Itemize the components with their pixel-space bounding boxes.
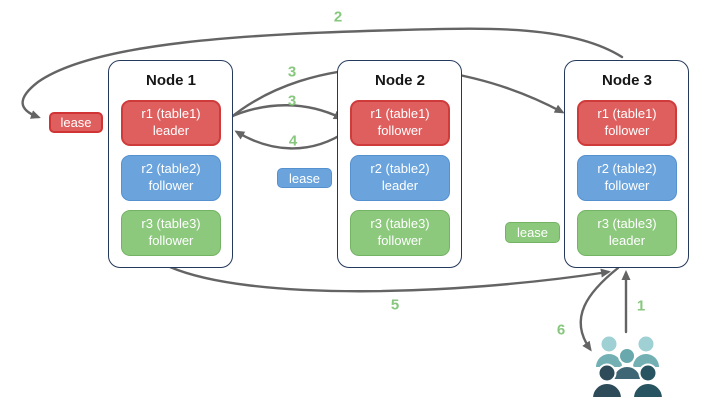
node-2-title: Node 2 (374, 72, 425, 89)
step-label-5: 5 (390, 296, 400, 314)
node-3-title: Node 3 (601, 72, 652, 89)
step-label-4: 4 (288, 132, 298, 150)
replica-range: r3 (table3) (597, 216, 657, 232)
node-3-replica-r1: r1 (table1) follower (577, 100, 677, 146)
replica-role: leader (608, 233, 646, 248)
step-label-3a: 3 (287, 63, 297, 81)
lease-badge-table3: lease (505, 222, 560, 243)
step-label-2: 2 (333, 8, 343, 26)
node-1-title: Node 1 (145, 72, 196, 89)
replica-range: r1 (table1) (141, 106, 201, 122)
replica-range: r3 (table3) (370, 216, 430, 232)
arrow-step-5 (168, 265, 611, 293)
replica-role: follower (377, 123, 423, 138)
node-2-replica-r1: r1 (table1) follower (350, 100, 450, 146)
node-3-card: Node 3 r1 (table1) follower r2 (table2) … (564, 60, 689, 268)
arrow-step-3-short (226, 104, 344, 120)
users-icon (590, 336, 665, 399)
node-3-replica-r3: r3 (table3) leader (577, 210, 677, 256)
lease-badge-table2: lease (277, 168, 332, 188)
node-1-replica-r3: r3 (table3) follower (121, 210, 221, 256)
step-label-3b: 3 (287, 92, 297, 110)
replica-role: follower (604, 123, 650, 138)
replica-role: leader (152, 123, 190, 138)
replica-role: leader (381, 178, 419, 193)
step-label-1: 1 (636, 297, 646, 315)
node-2-replica-r3: r3 (table3) follower (350, 210, 450, 256)
node-2-replica-r2: r2 (table2) leader (350, 155, 450, 201)
replica-range: r1 (table1) (370, 106, 430, 122)
replica-role: follower (148, 233, 194, 248)
node-3-replica-r2: r2 (table2) follower (577, 155, 677, 201)
step-label-6: 6 (556, 321, 566, 339)
replica-role: follower (148, 178, 194, 193)
replica-range: r2 (table2) (141, 161, 201, 177)
node-1-card: Node 1 r1 (table1) leader r2 (table2) fo… (108, 60, 233, 268)
node-1-replica-r2: r2 (table2) follower (121, 155, 221, 201)
node-2-card: Node 2 r1 (table1) follower r2 (table2) … (337, 60, 462, 268)
replica-range: r2 (table2) (597, 161, 657, 177)
replica-role: follower (377, 233, 423, 248)
replica-role: follower (604, 178, 650, 193)
replica-range: r1 (table1) (597, 106, 657, 122)
replica-range: r3 (table3) (141, 216, 201, 232)
replica-range: r2 (table2) (370, 161, 430, 177)
node-1-replica-r1: r1 (table1) leader (121, 100, 221, 146)
lease-badge-table1: lease (49, 112, 103, 133)
